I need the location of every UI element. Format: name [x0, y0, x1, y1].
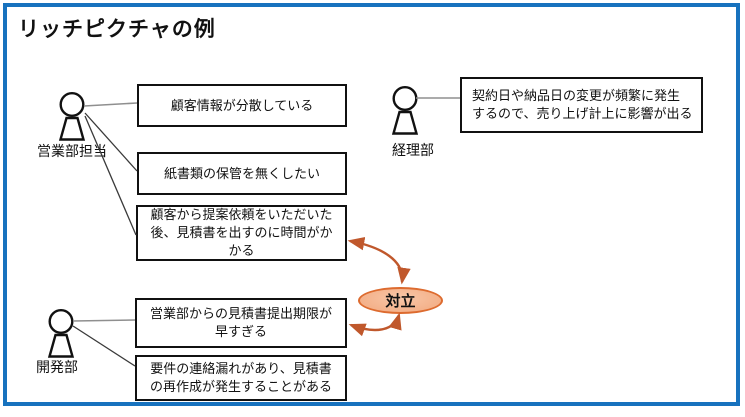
person-icon: [391, 85, 419, 135]
actor-label-development: 開発部: [36, 359, 78, 375]
note-text: 紙書類の保管を無くしたい: [163, 165, 320, 181]
note-text: 顧客情報が分散している: [170, 97, 314, 113]
person-icon-sales: [55, 91, 89, 146]
conflict-ellipse: 対立: [358, 287, 443, 314]
page-title: リッチピクチャの例: [18, 18, 216, 41]
person-icon-accounting: [388, 85, 422, 140]
note-text: 契約日や納品日の変更が頻繁に発生 するので、売り上げ計上に影響が出る: [472, 88, 693, 121]
person-icon: [58, 91, 86, 141]
person-icon: [47, 308, 75, 358]
actor-label-accounting: 経理部: [392, 142, 434, 158]
conflict-label: 対立: [385, 293, 416, 310]
actor-label-sales: 営業部担当: [37, 143, 107, 159]
person-icon-development: [44, 308, 78, 363]
note-box-customer-info: 顧客情報が分散している: [137, 84, 347, 127]
diagram-frame: [3, 3, 740, 406]
note-text: 顧客から提案依頼をいただいた 後、見積書を出すのに時間がか かる: [150, 207, 333, 258]
note-box-requirements-missed: 要件の連絡漏れがあり、見積書 の再作成が発生することがある: [135, 355, 347, 401]
note-box-contract-changes: 契約日や納品日の変更が頻繁に発生 するので、売り上げ計上に影響が出る: [460, 77, 703, 133]
note-box-paper-storage: 紙書類の保管を無くしたい: [137, 152, 347, 195]
note-box-deadline-too-early: 営業部からの見積書提出期限が 早すぎる: [135, 298, 347, 348]
note-text: 営業部からの見積書提出期限が 早すぎる: [149, 306, 332, 339]
note-box-quote-delay: 顧客から提案依頼をいただいた 後、見積書を出すのに時間がか かる: [136, 205, 347, 261]
note-text: 要件の連絡漏れがあり、見積書 の再作成が発生することがある: [149, 361, 332, 394]
